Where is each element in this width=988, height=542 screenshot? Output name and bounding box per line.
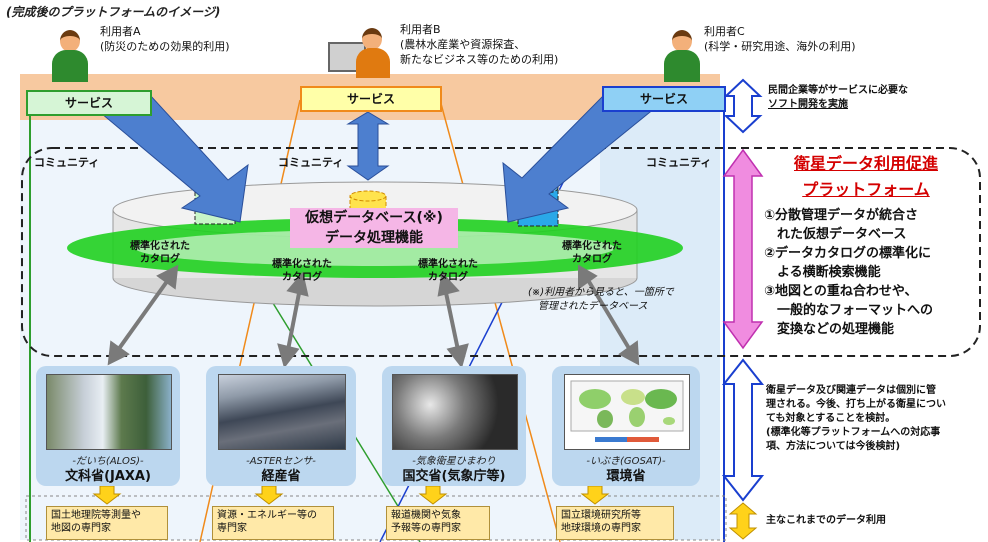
note-satellite-data: 衛星データ及び関連データは個別に管 理される。今後、打ち上がる衛星につい ても対… bbox=[766, 385, 946, 452]
himawari-agency: 国交省(気象庁等) bbox=[402, 469, 506, 484]
user-c-label: 利用者C(科学・研究用途、海外の利用) bbox=[704, 25, 856, 53]
service-box-c: サービス bbox=[602, 86, 726, 112]
alos-agency: 文科省(JAXA) bbox=[65, 469, 151, 484]
catalog-label-2: 標準化されたカタログ bbox=[272, 259, 332, 283]
service-box-b: サービス bbox=[300, 86, 442, 112]
alos-label: -だいち(ALOS)- bbox=[72, 456, 144, 467]
satellite-panel-aster: -ASTERセンサ- 経産省 bbox=[206, 366, 356, 486]
arrow-blue-mid bbox=[721, 358, 765, 502]
aster-image bbox=[218, 374, 346, 450]
aster-agency: 経産省 bbox=[261, 469, 301, 484]
diagram-title: (完成後のプラットフォームのイメージ) bbox=[6, 5, 221, 19]
gosat-agency: 環境省 bbox=[606, 469, 646, 484]
bottom-users-aster: 資源・エネルギー等の専門家 bbox=[212, 506, 334, 540]
community-label-b: コミュニティ bbox=[278, 156, 344, 169]
community-label-c: コミュニティ bbox=[646, 156, 712, 169]
arrow-top-right bbox=[723, 78, 763, 134]
platform-title-1: 衛星データ利用促進 bbox=[793, 154, 938, 173]
arrow-yellow-bottom bbox=[728, 502, 758, 540]
note-private-companies: 民間企業等がサービスに必要なソフト開発を実施 bbox=[768, 85, 908, 110]
bottom-users-gosat: 国立環境研究所等地球環境の専門家 bbox=[556, 506, 674, 540]
bottom-users-himawari: 報道機関や気象予報等の専門家 bbox=[386, 506, 490, 540]
user-a-label: 利用者A(防災のための効果的利用) bbox=[100, 25, 230, 53]
note-past-data-use: 主なこれまでのデータ利用 bbox=[766, 515, 886, 526]
arrow-pink bbox=[722, 148, 764, 350]
gosat-image bbox=[564, 374, 690, 450]
alos-image bbox=[46, 374, 172, 450]
satellite-panel-gosat: -いぶき(GOSAT)- 環境省 bbox=[552, 366, 700, 486]
user-b-label: 利用者B(農林水産業や資源探査、新たなビジネス等のための利用) bbox=[400, 23, 559, 66]
platform-title-2: プラットフォーム bbox=[802, 180, 930, 199]
community-label-a: コミュニティ bbox=[34, 156, 100, 169]
virtual-db-footnote: (※)利用者から見ると、一箇所で管理されたデータベース bbox=[528, 287, 674, 312]
user-b-figure bbox=[328, 28, 394, 84]
platform-feature-list: ①分散管理データが統合さ れた仮想データベース ②データカタログの標準化に よる… bbox=[764, 208, 934, 337]
catalog-label-4: 標準化されたカタログ bbox=[562, 241, 622, 265]
service-box-a: サービス bbox=[26, 90, 152, 116]
satellite-panel-alos: -だいち(ALOS)- 文科省(JAXA) bbox=[36, 366, 180, 486]
gosat-map bbox=[570, 380, 684, 442]
catalog-label-3: 標準化されたカタログ bbox=[418, 259, 478, 283]
satellite-panel-himawari: -気象衛星ひまわり 国交省(気象庁等) bbox=[382, 366, 526, 486]
catalog-label-1: 標準化されたカタログ bbox=[130, 241, 190, 265]
himawari-label: -気象衛星ひまわり bbox=[412, 456, 496, 467]
gosat-label: -いぶき(GOSAT)- bbox=[586, 456, 666, 467]
himawari-image bbox=[392, 374, 518, 450]
aster-label: -ASTERセンサ- bbox=[246, 456, 316, 467]
virtual-database-label: 仮想データベース(※)データ処理機能 bbox=[290, 208, 458, 248]
bottom-users-alos: 国土地理院等測量や地図の専門家 bbox=[46, 506, 168, 540]
user-a-figure bbox=[52, 30, 88, 82]
user-c-figure bbox=[664, 30, 700, 82]
